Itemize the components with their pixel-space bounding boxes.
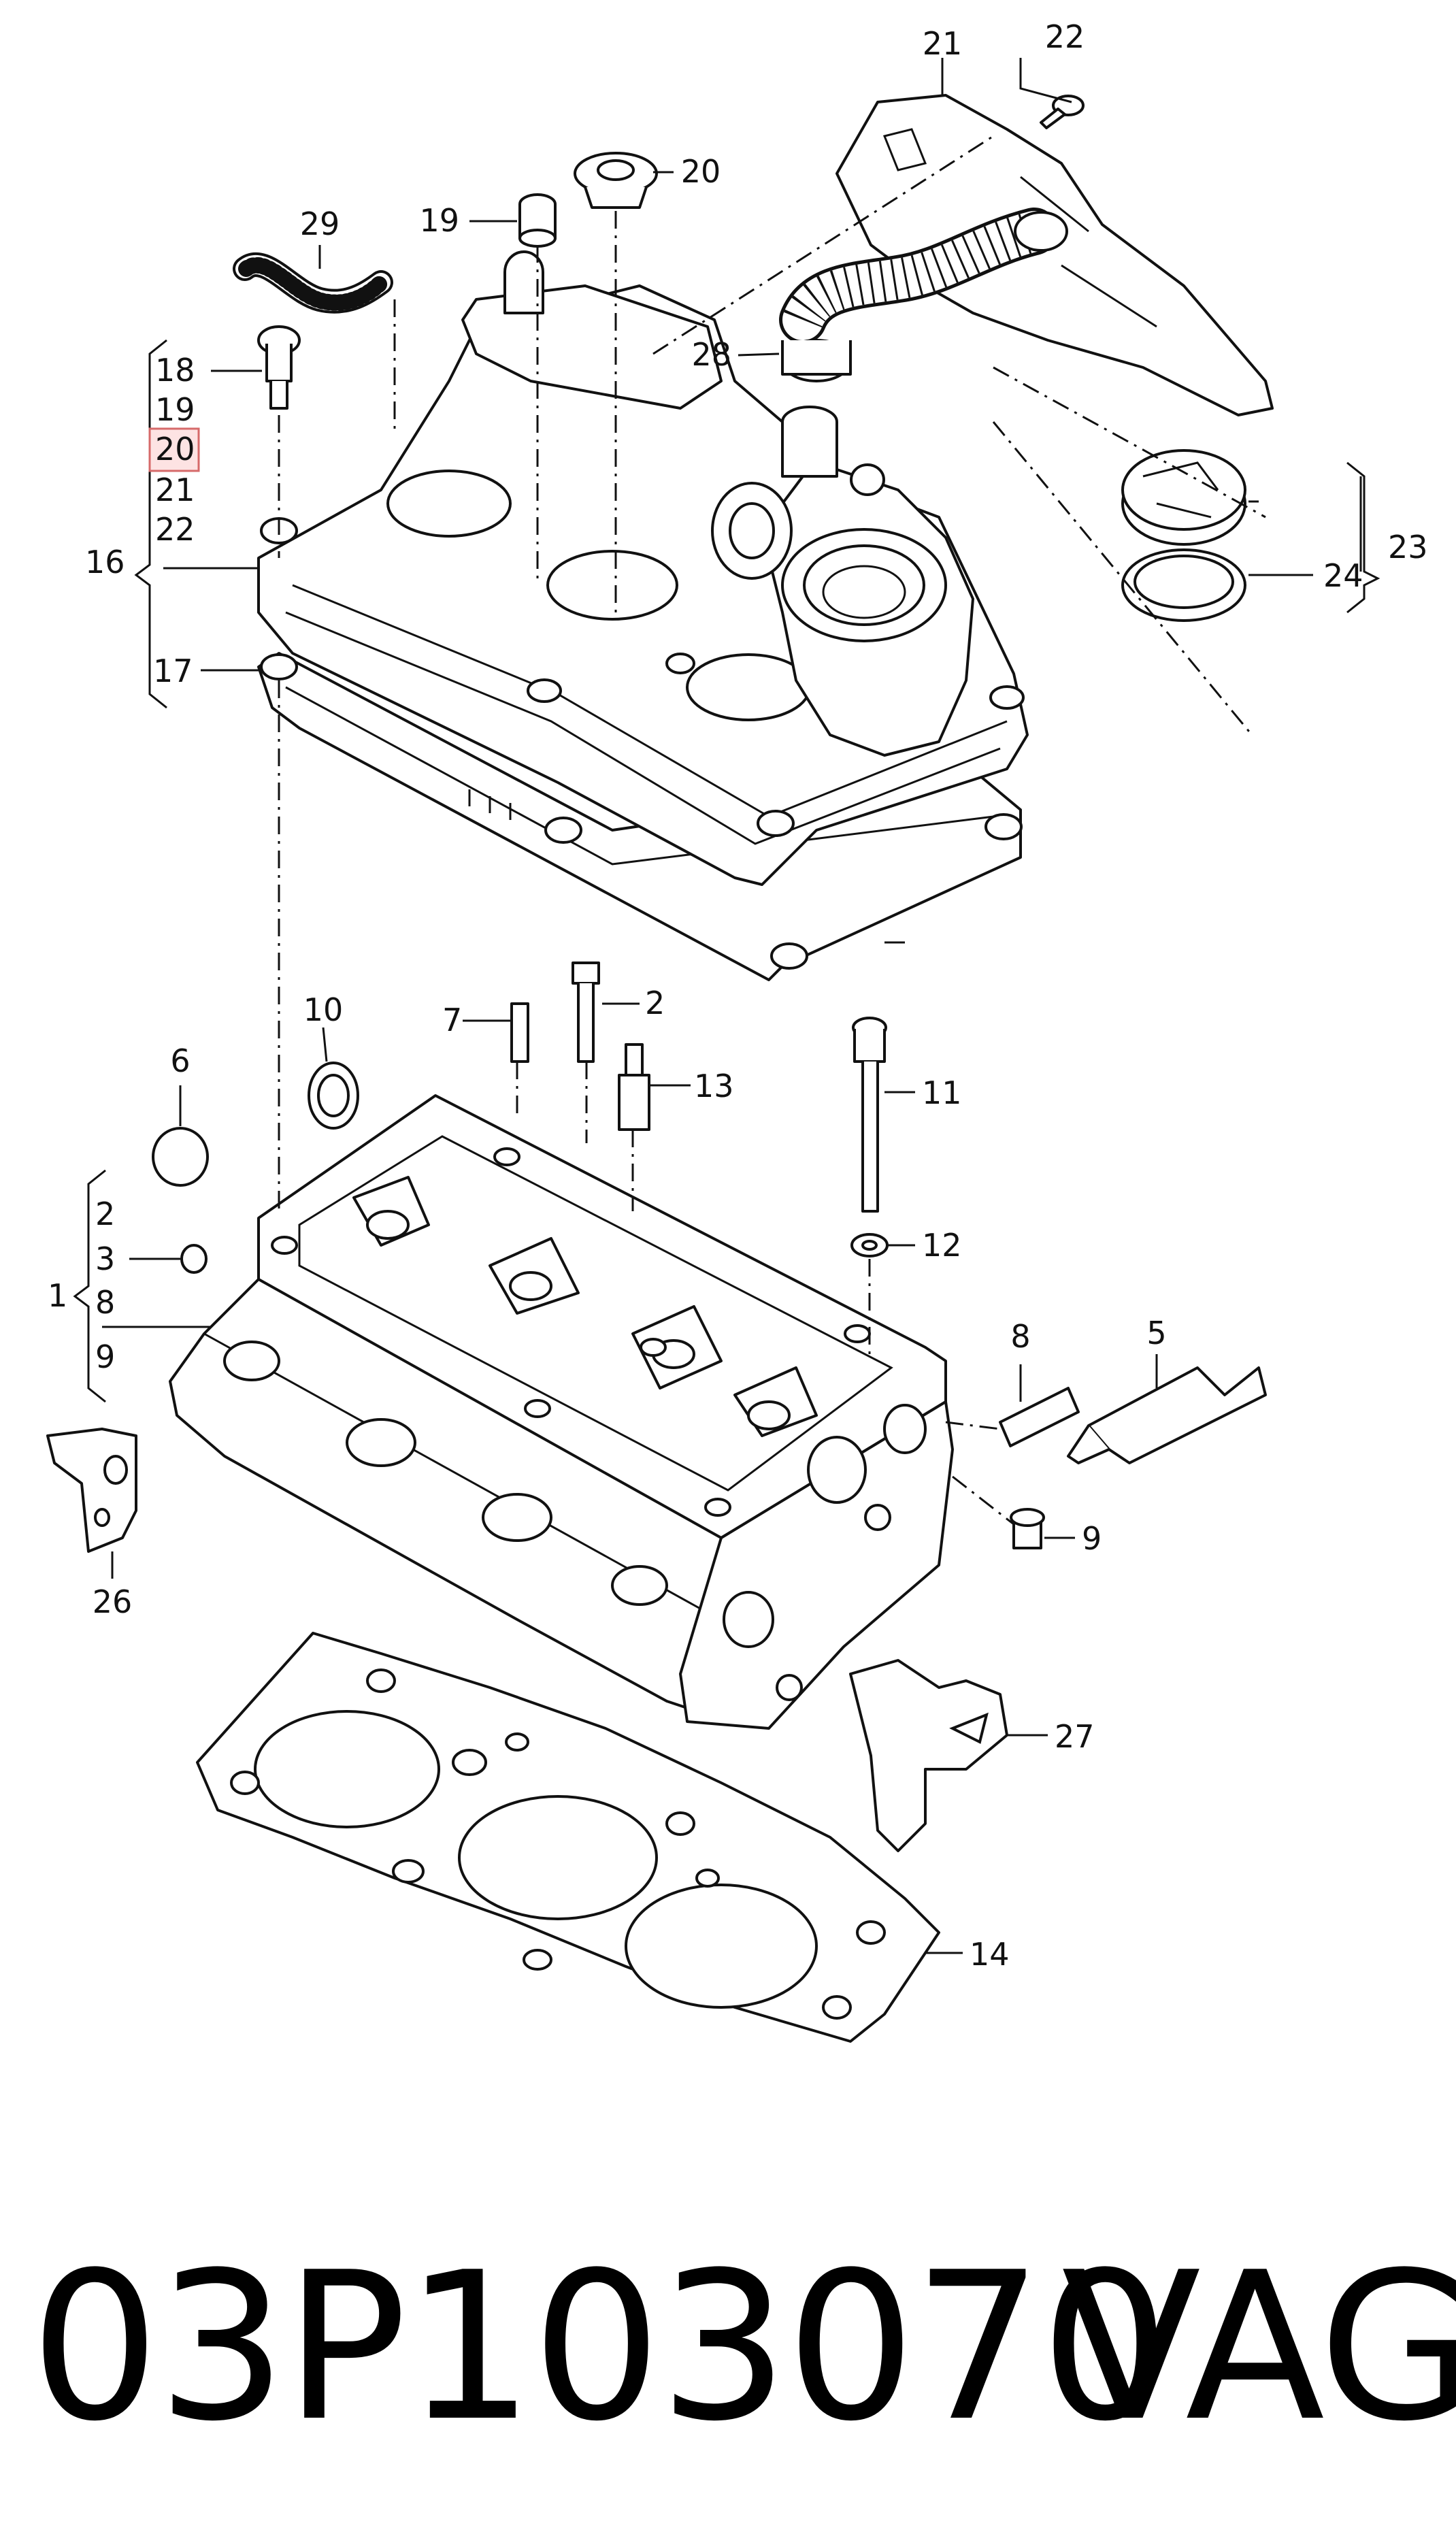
callout-27: 27 (1055, 1718, 1095, 1755)
part-number: 03P103070 (30, 2229, 1170, 2466)
callout-13: 13 (694, 1068, 734, 1104)
cylinder-head (169, 1094, 954, 1730)
callout-16: 16 (85, 544, 125, 580)
callout-17: 17 (153, 653, 193, 689)
brand-name: VAG (1061, 2229, 1456, 2466)
callout-19-list: 19 (155, 391, 195, 428)
valve-cover (257, 250, 1029, 981)
callout-10: 10 (303, 991, 344, 1028)
washer-12 (850, 1233, 889, 1257)
sealant-tube-5 (1067, 1366, 1267, 1464)
dowel-7 (510, 1002, 529, 1063)
bracket-26 (46, 1428, 137, 1553)
bolt-2 (572, 961, 600, 1063)
callout-23: 23 (1388, 529, 1428, 565)
callout-21-list: 21 (155, 472, 195, 508)
callout-29: 29 (300, 205, 340, 242)
breather-hose-28 (779, 208, 1068, 382)
stud-13 (618, 1043, 650, 1131)
callout-2: 2 (645, 985, 665, 1021)
bolt-18 (257, 325, 301, 410)
exploded-parts-diagram: 21 22 20 19 29 28 18 19 20 21 22 16 17 2… (46, 18, 1428, 2043)
seal-ring-24 (1121, 548, 1246, 622)
bolt-11 (852, 1017, 887, 1213)
bracket-27 (849, 1659, 1008, 1852)
callout-24: 24 (1323, 557, 1363, 594)
plug-3 (180, 1244, 208, 1274)
callout-6: 6 (170, 1042, 190, 1079)
callout-14: 14 (970, 1936, 1010, 1973)
leader-lines (73, 58, 1380, 1954)
callout-7: 7 (442, 1002, 462, 1038)
callout-labels: 21 22 20 19 29 28 18 19 20 21 22 16 17 2… (48, 18, 1428, 1973)
callout-8: 8 (1010, 1318, 1030, 1355)
callout-11: 11 (922, 1074, 962, 1111)
callout-3: 3 (95, 1240, 115, 1277)
callout-18: 18 (155, 352, 195, 389)
callout-28: 28 (691, 336, 731, 373)
callout-9: 9 (1082, 1520, 1102, 1557)
cap-6 (152, 1127, 209, 1187)
callout-5: 5 (1146, 1315, 1166, 1351)
seal-20 (574, 152, 658, 209)
grommet-19 (518, 193, 557, 248)
callout-21: 21 (923, 25, 963, 62)
cover-shield-21 (835, 94, 1274, 416)
highlight-box (148, 427, 200, 472)
callout-8-list: 8 (95, 1284, 115, 1321)
head-gasket (196, 1632, 940, 2043)
hose-part (233, 252, 393, 314)
callout-2-list: 2 (95, 1196, 115, 1232)
callout-12: 12 (922, 1227, 962, 1264)
callout-9-list: 9 (95, 1338, 115, 1375)
seal-10 (308, 1062, 359, 1130)
screw-22 (1040, 95, 1085, 129)
callout-26: 26 (93, 1583, 133, 1620)
callout-22: 22 (1045, 18, 1085, 55)
callout-20-list: 20 (155, 431, 195, 467)
callout-19: 19 (419, 202, 459, 239)
callout-22-list: 22 (155, 511, 195, 548)
oil-filler-cap-23 (1121, 449, 1246, 546)
callout-20: 20 (681, 153, 721, 190)
stud-8 (999, 1387, 1080, 1447)
callout-1: 1 (48, 1277, 67, 1314)
footer: 03P103070 VAG (0, 2184, 1456, 2511)
plug-9 (1010, 1508, 1045, 1549)
